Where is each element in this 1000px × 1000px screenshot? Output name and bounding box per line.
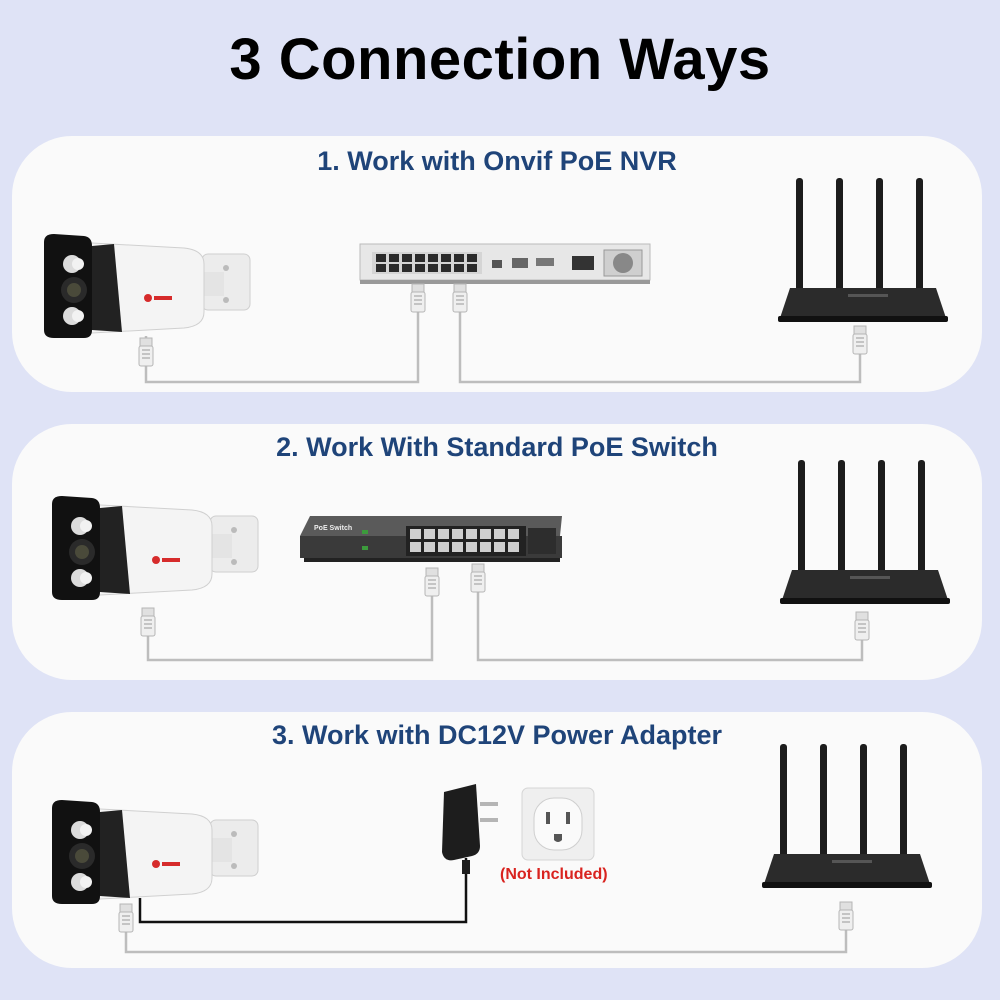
ethernet-port bbox=[454, 264, 464, 272]
ethernet-port bbox=[494, 542, 505, 552]
panel-switch: 2. Work With Standard PoE Switch PoE Swi… bbox=[12, 424, 982, 680]
ethernet-port bbox=[467, 264, 477, 272]
ethernet-port bbox=[452, 529, 463, 539]
ethernet-port bbox=[389, 254, 399, 262]
panel-heading: 2. Work With Standard PoE Switch bbox=[276, 432, 718, 462]
panel-adapter: 3. Work with DC12V Power Adapter (Not In… bbox=[12, 712, 982, 968]
ethernet-port bbox=[424, 529, 435, 539]
rj45-plug-icon bbox=[470, 563, 486, 593]
ethernet-port bbox=[402, 264, 412, 272]
ethernet-port bbox=[415, 254, 425, 262]
cable bbox=[146, 594, 434, 662]
rj45-plug-icon bbox=[118, 903, 134, 933]
panel-heading: 3. Work with DC12V Power Adapter bbox=[271, 720, 723, 750]
ethernet-port bbox=[415, 264, 425, 272]
camera-icon bbox=[51, 495, 259, 601]
camera-icon bbox=[51, 799, 259, 905]
ethernet-port bbox=[494, 529, 505, 539]
adapter-diagram bbox=[51, 744, 932, 954]
ethernet-port bbox=[376, 264, 386, 272]
rj45-plug-icon bbox=[138, 337, 154, 367]
nvr-diagram bbox=[43, 178, 948, 384]
camera-icon bbox=[43, 233, 251, 339]
poe-switch-icon: PoE Switch bbox=[300, 516, 562, 562]
rj45-plug-icon bbox=[854, 611, 870, 641]
ethernet-port bbox=[452, 542, 463, 552]
router-icon bbox=[778, 178, 948, 322]
rj45-plug-icon bbox=[852, 325, 868, 355]
ethernet-port bbox=[441, 254, 451, 262]
router-icon bbox=[780, 460, 950, 604]
rj45-plug-icon bbox=[424, 567, 440, 597]
ethernet-port bbox=[376, 254, 386, 262]
rj45-plug-icon bbox=[838, 901, 854, 931]
power-adapter-icon bbox=[442, 784, 498, 874]
rj45-plug-icon bbox=[452, 283, 468, 313]
page-title: 3 Connection Ways bbox=[229, 27, 771, 92]
rj45-plug-icon bbox=[410, 283, 426, 313]
ethernet-port bbox=[508, 542, 519, 552]
ethernet-port bbox=[389, 264, 399, 272]
ethernet-port bbox=[424, 542, 435, 552]
rj45-plug-icon bbox=[140, 607, 156, 637]
ethernet-port bbox=[480, 529, 491, 539]
ethernet-port bbox=[441, 264, 451, 272]
ethernet-port bbox=[508, 529, 519, 539]
ethernet-port bbox=[428, 264, 438, 272]
ethernet-port bbox=[438, 529, 449, 539]
switch-diagram: PoE Switch bbox=[51, 460, 950, 662]
switch-label: PoE Switch bbox=[314, 525, 352, 532]
ethernet-port bbox=[410, 542, 421, 552]
ethernet-port bbox=[438, 542, 449, 552]
power-cable bbox=[138, 858, 468, 924]
ethernet-port bbox=[410, 529, 421, 539]
panel-nvr: 1. Work with Onvif PoE NVR bbox=[12, 136, 982, 392]
ethernet-port bbox=[466, 529, 477, 539]
ethernet-port bbox=[480, 542, 491, 552]
ethernet-port bbox=[467, 254, 477, 262]
ethernet-port bbox=[402, 254, 412, 262]
router-icon bbox=[762, 744, 932, 888]
ethernet-port bbox=[428, 254, 438, 262]
ethernet-port bbox=[466, 542, 477, 552]
not-included-note: (Not Included) bbox=[500, 866, 608, 883]
cable bbox=[458, 306, 862, 384]
ethernet-port bbox=[454, 254, 464, 262]
cable bbox=[476, 588, 864, 662]
nvr-icon bbox=[359, 243, 651, 284]
cable bbox=[124, 930, 848, 954]
wall-outlet-icon bbox=[521, 787, 595, 861]
panel-heading: 1. Work with Onvif PoE NVR bbox=[317, 146, 677, 176]
